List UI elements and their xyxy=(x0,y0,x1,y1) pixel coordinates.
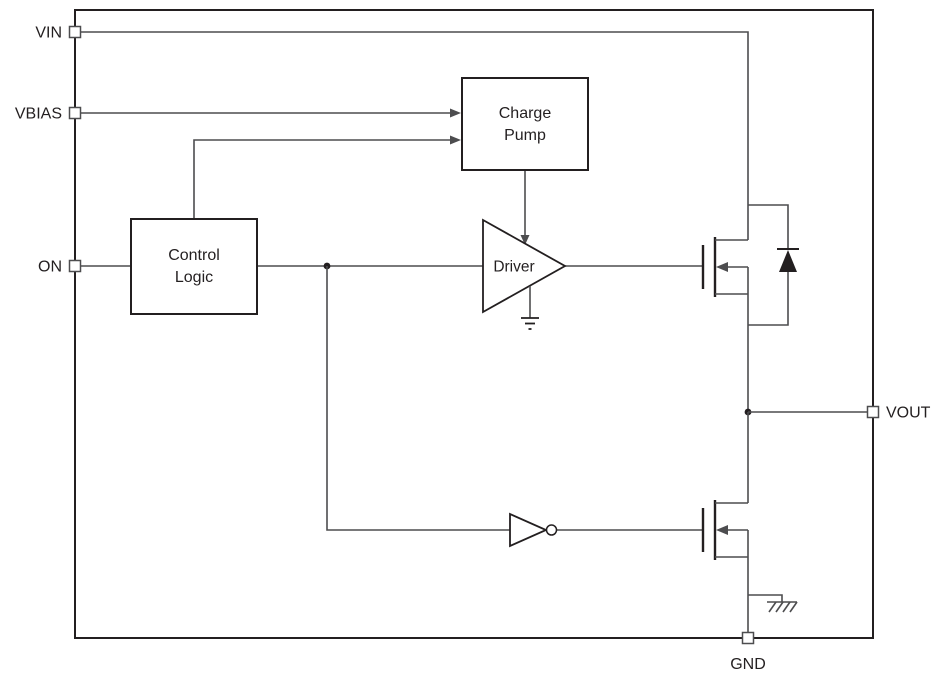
body-diode-bottom-wire xyxy=(748,272,789,326)
chargepump-arrowhead-icon xyxy=(520,235,530,245)
pins: VIN VBIAS ON VOUT GND xyxy=(15,25,931,674)
body-diode-top-wire xyxy=(748,204,789,249)
driver-label: Driver xyxy=(493,259,534,276)
body-diode-triangle-icon xyxy=(779,250,797,272)
driver-triangle xyxy=(482,218,567,314)
pin-vout xyxy=(866,405,880,419)
pin-gnd xyxy=(741,631,755,645)
control-to-chargepump-wire xyxy=(193,139,451,219)
control-to-chargepump-arrowhead-icon xyxy=(450,135,461,145)
control-logic-label: Control xyxy=(168,247,220,264)
nmos-pulldown-fet xyxy=(701,500,749,560)
control-logic-box xyxy=(130,218,258,315)
vbias-arrowhead-icon xyxy=(450,108,461,118)
pin-vbias xyxy=(68,106,82,120)
vin-wire xyxy=(81,31,749,240)
pass-fet-body-arrow-icon xyxy=(716,262,728,272)
pin-vin xyxy=(68,25,82,39)
charge-pump-label: Charge xyxy=(499,105,552,122)
pin-vbias-label: VBIAS xyxy=(15,106,62,123)
driver-buffer: Driver xyxy=(482,218,567,330)
nmos-pass-fet xyxy=(701,237,749,297)
wires xyxy=(81,31,867,633)
body-diode xyxy=(748,204,799,326)
pin-gnd-label: GND xyxy=(730,656,766,673)
charge-pump-label: Pump xyxy=(504,127,546,144)
inverter xyxy=(509,512,558,548)
control-logic-block: Control Logic xyxy=(130,218,258,315)
chip-boundary xyxy=(74,9,874,639)
pin-vin-label: VIN xyxy=(35,25,62,42)
control-to-inverter-wire xyxy=(326,266,510,531)
inverter-triangle xyxy=(509,512,549,548)
pin-on-label: ON xyxy=(38,259,62,276)
control-logic-label: Logic xyxy=(175,269,213,286)
pin-vout-label: VOUT xyxy=(886,405,931,422)
charge-pump-block: Charge Pump xyxy=(461,77,589,171)
pin-on xyxy=(68,259,82,273)
driver-ground-symbol-icon xyxy=(521,286,539,330)
pulldown-fet-body-arrow-icon xyxy=(716,525,728,535)
gnd-branch-wire xyxy=(748,594,783,602)
earth-ground-symbol-icon xyxy=(767,601,798,613)
inverter-bubble-icon xyxy=(545,524,558,536)
charge-pump-box xyxy=(461,77,589,171)
